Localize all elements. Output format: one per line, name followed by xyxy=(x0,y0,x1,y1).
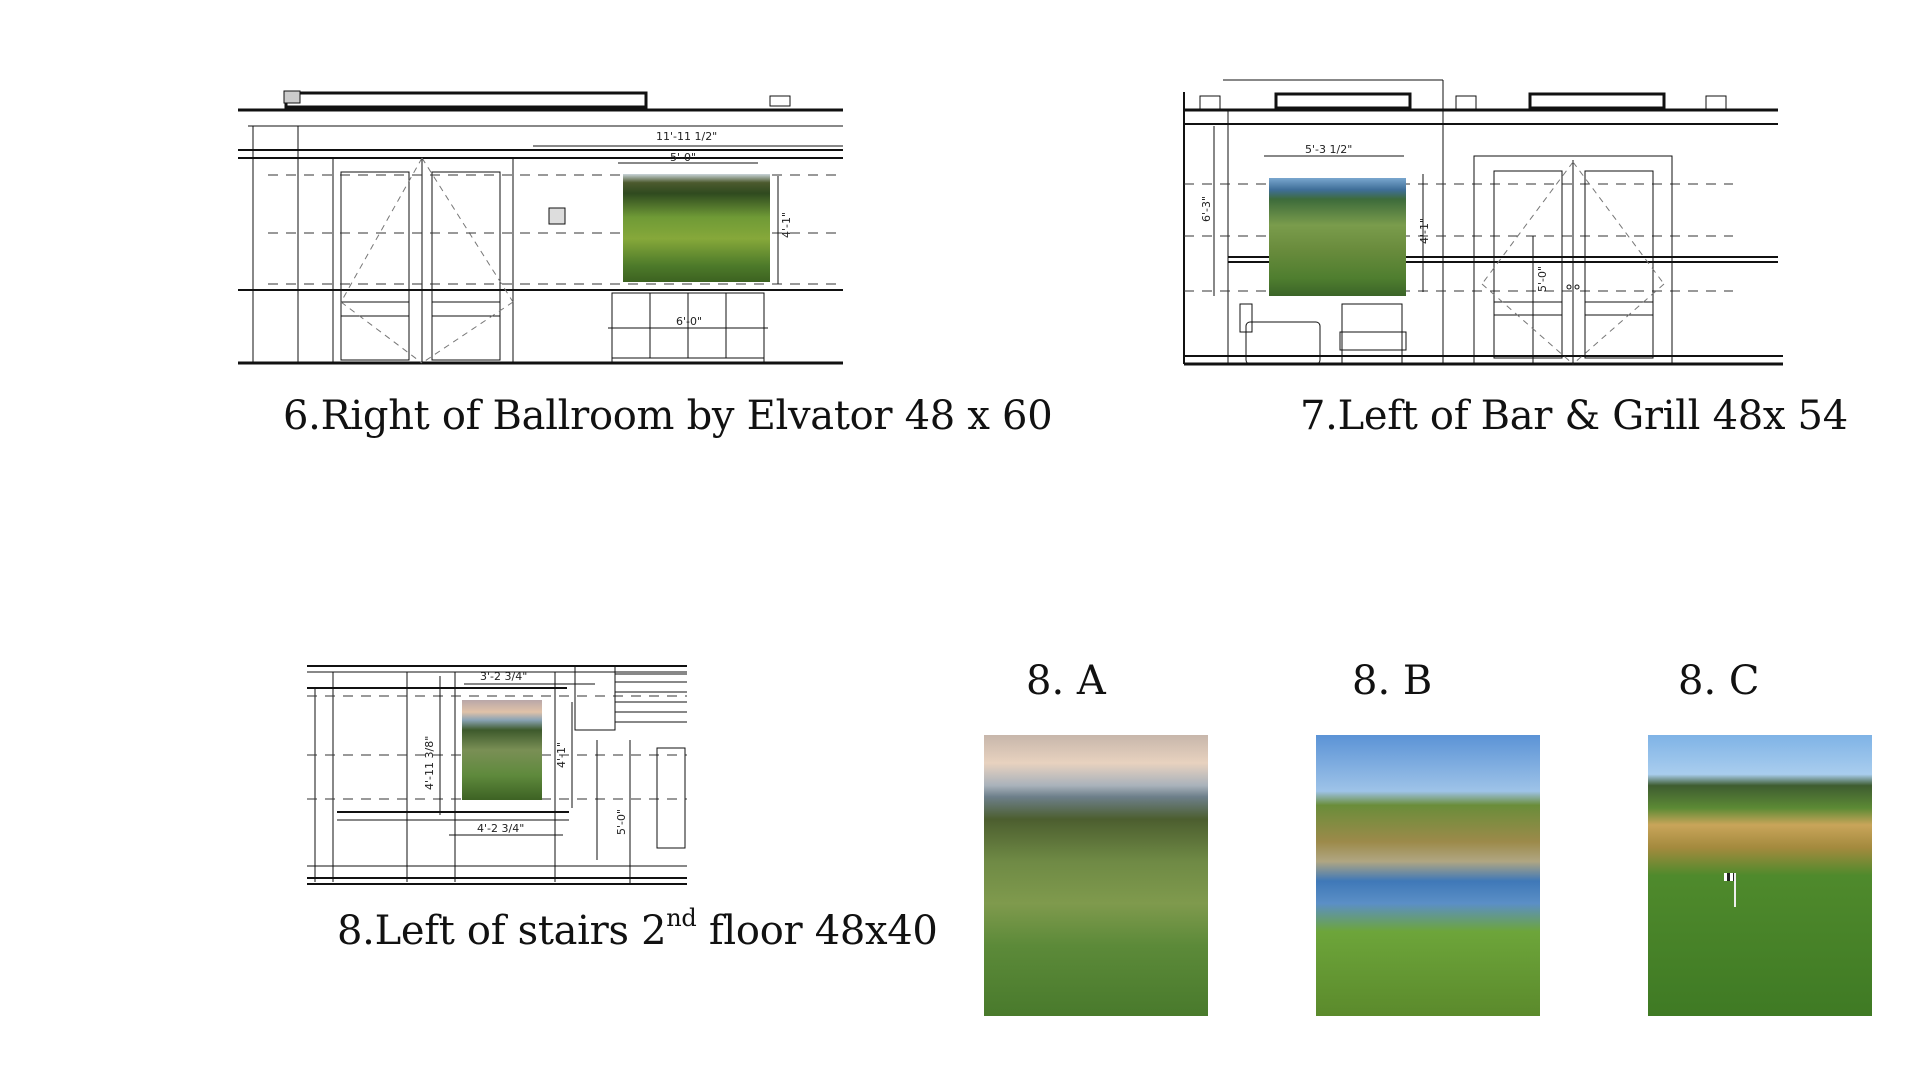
dimension-label: 5'-3 1/2" xyxy=(1305,143,1352,156)
dimension-label: 5'-0" xyxy=(670,151,696,164)
dimension-label: 3'-2 3/4" xyxy=(480,670,527,683)
dimension-label: 11'-11 1/2" xyxy=(656,130,717,143)
artwork-preview xyxy=(1269,178,1406,296)
elevation-drawing-6: 11'-11 1/2" 5'-0" 4'-1" 6'-0" xyxy=(238,88,848,370)
dimension-label: 6'-0" xyxy=(676,315,702,328)
option-photo-8b xyxy=(1316,735,1540,1016)
dimension-label: 4'-2 3/4" xyxy=(477,822,524,835)
flag-icon xyxy=(1734,873,1736,907)
option-photo-8c xyxy=(1648,735,1872,1016)
dimension-label: 6'-3" xyxy=(1200,196,1213,222)
dimension-label: 4'-1" xyxy=(555,742,568,768)
dimension-label: 4'-11 3/8" xyxy=(423,736,436,790)
dimension-label: 4'-1" xyxy=(1418,218,1431,244)
caption-elevation-7: 7.Left of Bar & Grill 48x 54 xyxy=(1300,393,1848,439)
dimension-label: 5'-0" xyxy=(1536,266,1549,292)
option-label-8a: 8. A xyxy=(1026,658,1106,704)
option-label-8c: 8. C xyxy=(1678,658,1760,704)
artwork-preview xyxy=(462,700,542,800)
dimension-label: 5'-0" xyxy=(615,809,628,835)
dimension-label: 4'-1" xyxy=(780,212,793,238)
caption-elevation-8: 8.Left of stairs 2nd floor 48x40 xyxy=(337,904,938,954)
artwork-preview xyxy=(623,174,770,282)
elevation-drawing-8: 3'-2 3/4" 4'-11 3/8" 4'-1" 4'-2 3/4" 5'-… xyxy=(307,660,717,890)
option-label-8b: 8. B xyxy=(1352,658,1433,704)
flag-icon xyxy=(1724,873,1734,881)
caption-elevation-6: 6.Right of Ballroom by Elvator 48 x 60 xyxy=(283,393,1053,439)
elevation-drawing-7: 5'-3 1/2" 6'-3" 4'-1" 5'-0" xyxy=(1178,74,1788,374)
option-photo-8a xyxy=(984,735,1208,1016)
